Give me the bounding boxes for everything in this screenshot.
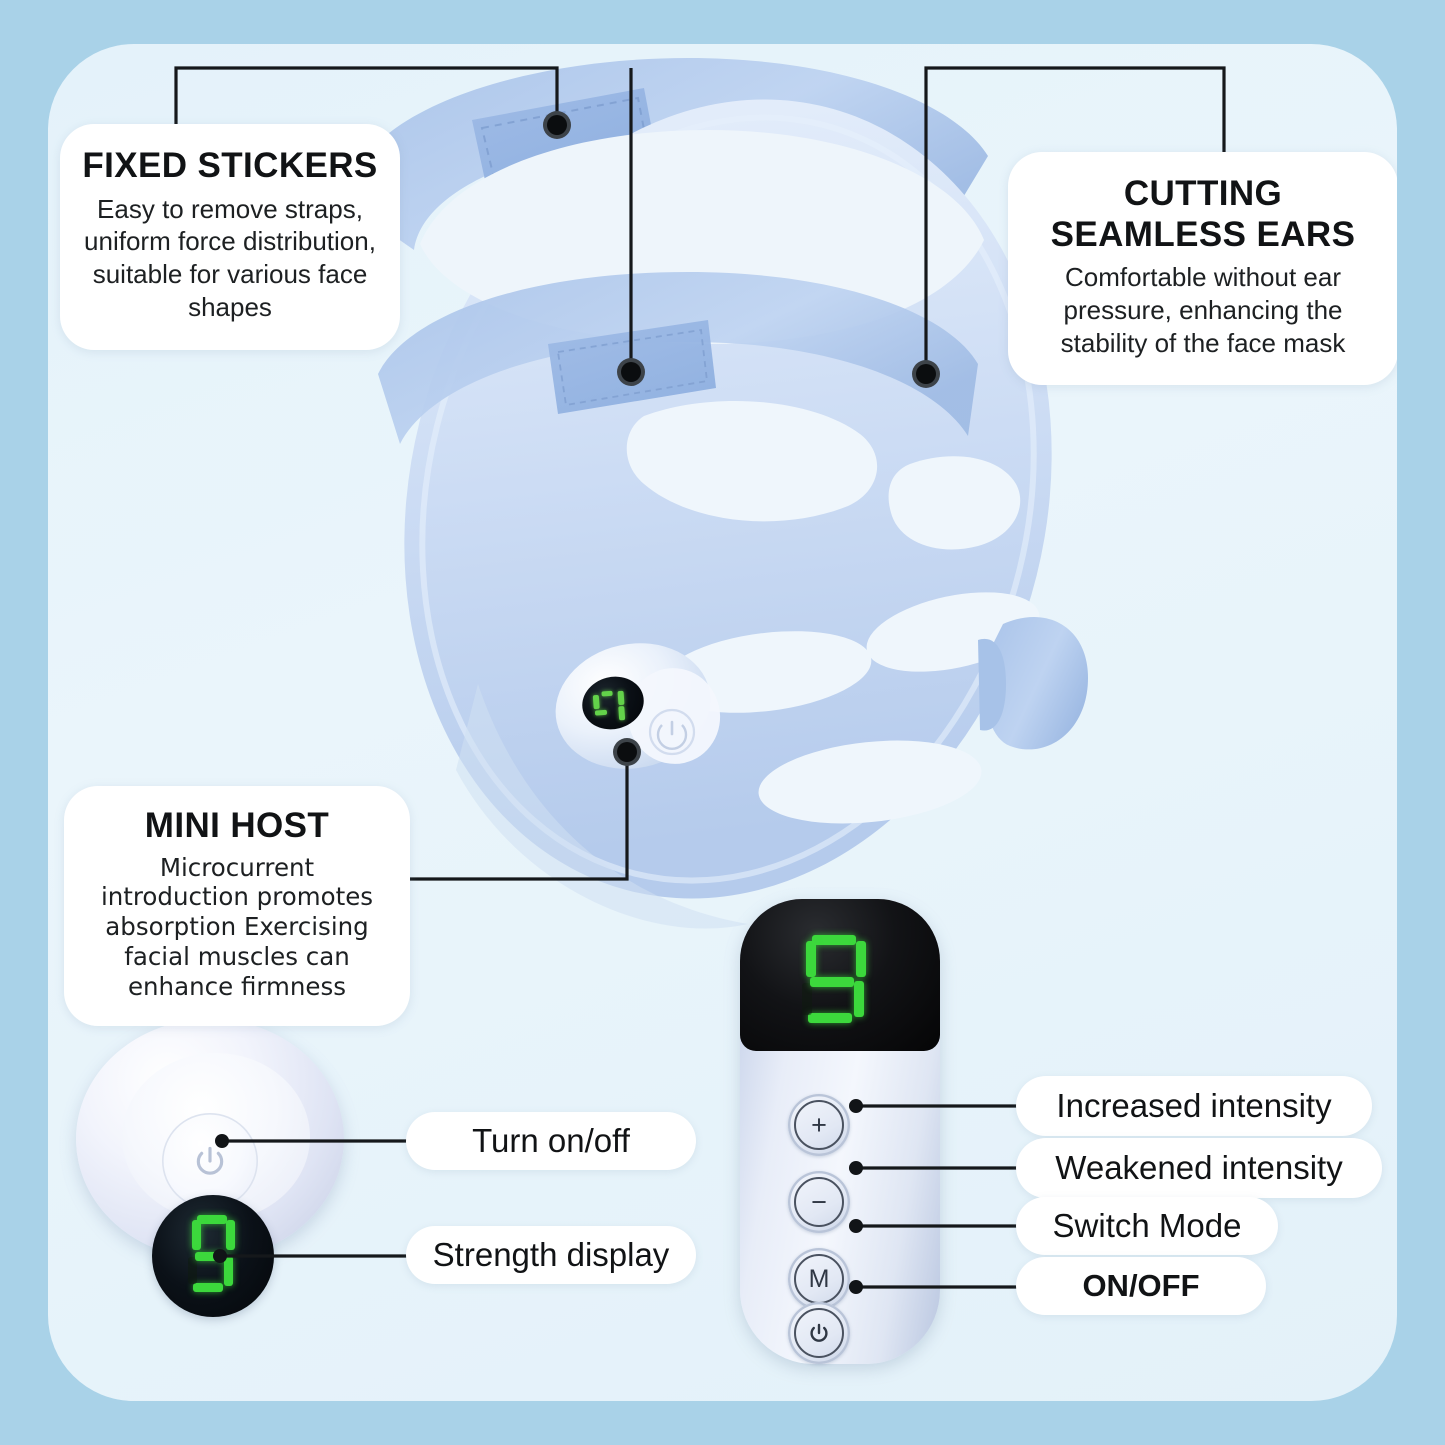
callout-title: MINI HOST [144, 806, 330, 845]
callout-title: FIXED STICKERS [82, 146, 378, 185]
handheld-remote: + − M [740, 899, 940, 1364]
label-strength-display: Strength display [406, 1226, 696, 1284]
power-glyph [810, 1323, 828, 1342]
power-button[interactable] [788, 1302, 850, 1364]
label-on-off: ON/OFF [1016, 1257, 1266, 1315]
power-icon [196, 1146, 224, 1175]
callout-body: Comfortable without ear pressure, enhanc… [1060, 262, 1346, 358]
callout-body: Easy to remove straps, uniform force dis… [84, 193, 376, 322]
label-text: Strength display [432, 1236, 670, 1273]
power-icon [794, 1308, 844, 1358]
plus-icon: + [794, 1100, 844, 1150]
label-text: Switch Mode [1052, 1207, 1242, 1244]
callout-cutting-seamless-ears: CUTTING SEAMLESS EARS Comfortable withou… [1008, 152, 1397, 386]
inner-panel: + − M [48, 44, 1397, 1401]
mini-host-closeup [66, 1019, 366, 1317]
label-weakened-intensity: Weakened intensity [1016, 1138, 1382, 1198]
minus-icon: − [794, 1177, 844, 1227]
host-power-button[interactable] [162, 1113, 258, 1209]
host-digit [186, 1215, 242, 1297]
switch-mode-button[interactable]: M [788, 1248, 850, 1310]
label-text: Weakened intensity [1055, 1149, 1343, 1186]
host-strength-display [152, 1195, 274, 1317]
increase-intensity-button[interactable]: + [788, 1094, 850, 1156]
callout-title: CUTTING SEAMLESS EARS [1050, 174, 1356, 254]
label-text: Increased intensity [1056, 1087, 1332, 1124]
label-text: Turn on/off [472, 1122, 630, 1159]
label-increased-intensity: Increased intensity [1016, 1076, 1372, 1136]
label-switch-mode: Switch Mode [1016, 1197, 1278, 1255]
remote-screen [740, 899, 940, 1051]
mode-m-icon: M [794, 1254, 844, 1304]
decrease-intensity-button[interactable]: − [788, 1171, 850, 1233]
callout-fixed-stickers: FIXED STICKERS Easy to remove straps, un… [60, 124, 400, 350]
callout-mini-host: MINI HOST Microcurrent introduction prom… [64, 786, 410, 1026]
face-mask-illustration [348, 58, 1088, 929]
label-turn-on-off: Turn on/off [406, 1112, 696, 1170]
callout-body: Microcurrent introduction promotes absor… [100, 852, 374, 1002]
remote-digit [798, 935, 872, 1025]
label-text: ON/OFF [1082, 1268, 1200, 1303]
